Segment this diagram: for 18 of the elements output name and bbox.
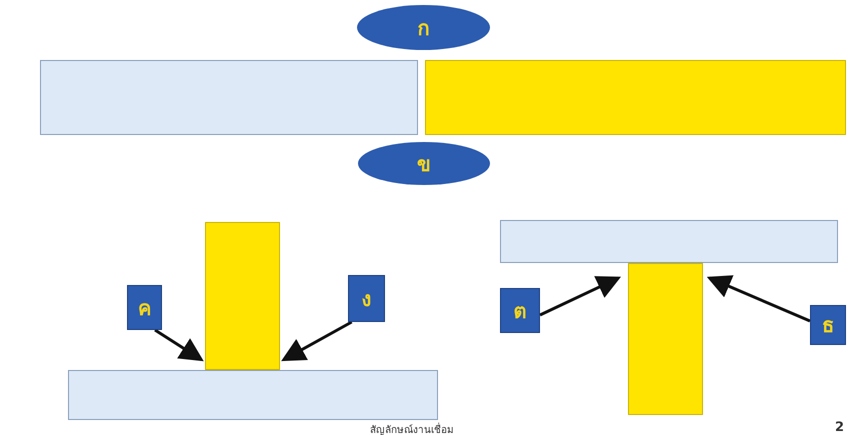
label-tag: ค — [127, 285, 162, 330]
label-tag: ง — [348, 275, 385, 322]
metal-plate — [628, 263, 703, 415]
arrow — [539, 276, 622, 316]
label-tag: ธ — [810, 305, 846, 345]
footer-caption: สัญลักษณ์งานเชื่อม — [370, 422, 454, 435]
arrow — [706, 275, 811, 322]
page-number: 2 — [834, 420, 844, 435]
arrow — [281, 320, 352, 362]
metal-plate — [500, 220, 838, 263]
label-tag: ต — [500, 288, 540, 333]
arrow — [154, 328, 204, 362]
metal-plate — [68, 370, 438, 420]
metal-plate — [425, 60, 846, 135]
label-oval: ก — [357, 5, 490, 50]
label-oval: ข — [358, 142, 490, 185]
metal-plate — [205, 222, 280, 370]
metal-plate — [40, 60, 418, 135]
